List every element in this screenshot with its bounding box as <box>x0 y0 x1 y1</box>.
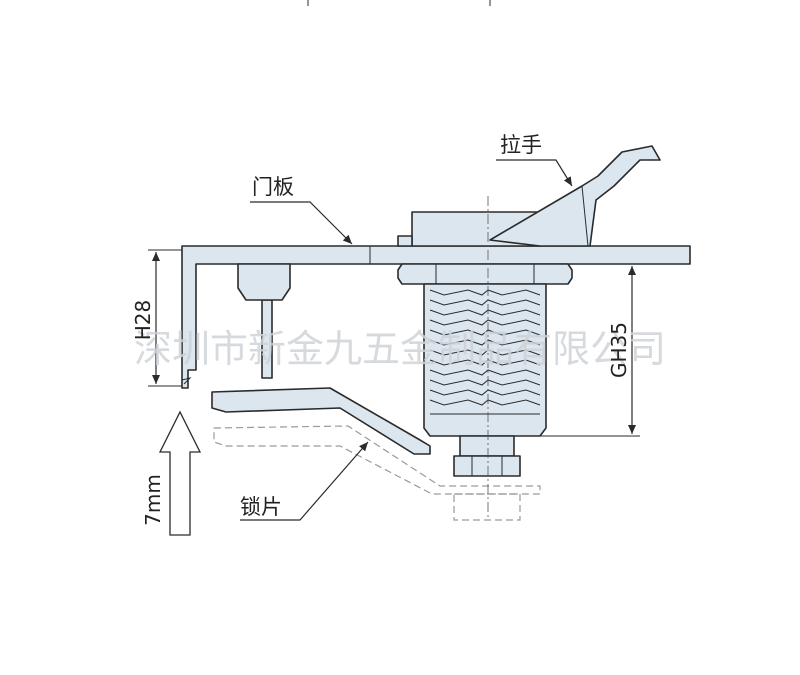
lock-plate <box>211 387 431 455</box>
height-right-label: GH35 <box>607 322 631 378</box>
lock-plate-ghost <box>213 425 541 521</box>
thread-line <box>429 299 541 306</box>
threaded-barrel <box>423 283 547 437</box>
travel-arrow <box>158 410 202 536</box>
shaft-nut <box>453 435 521 477</box>
door-panel <box>181 245 691 389</box>
thread-line <box>429 309 541 316</box>
top-marks <box>307 0 491 6</box>
lock-plate-label: 锁片 <box>240 495 282 519</box>
handle-body <box>397 145 661 247</box>
dim-gh35 <box>540 263 640 437</box>
thread-line <box>429 369 541 376</box>
watermark-text: 深圳市新金九五金制品有限公司 <box>134 327 666 371</box>
dim-h28 <box>148 249 182 387</box>
hex-nut <box>397 263 573 285</box>
thread-line <box>429 399 541 406</box>
thread-line <box>429 379 541 386</box>
thread-line <box>429 329 541 336</box>
thread-line <box>429 359 541 366</box>
leaders <box>240 159 573 521</box>
height-left-label: H28 <box>131 300 155 341</box>
handle-label: 拉手 <box>500 133 542 157</box>
thread-line <box>429 339 541 346</box>
thread-line <box>429 319 541 326</box>
door-panel-label: 门板 <box>252 175 294 199</box>
thread-line <box>429 389 541 396</box>
thread-line <box>429 349 541 356</box>
travel-label: 7mm <box>141 474 165 526</box>
thread-line <box>429 289 541 296</box>
